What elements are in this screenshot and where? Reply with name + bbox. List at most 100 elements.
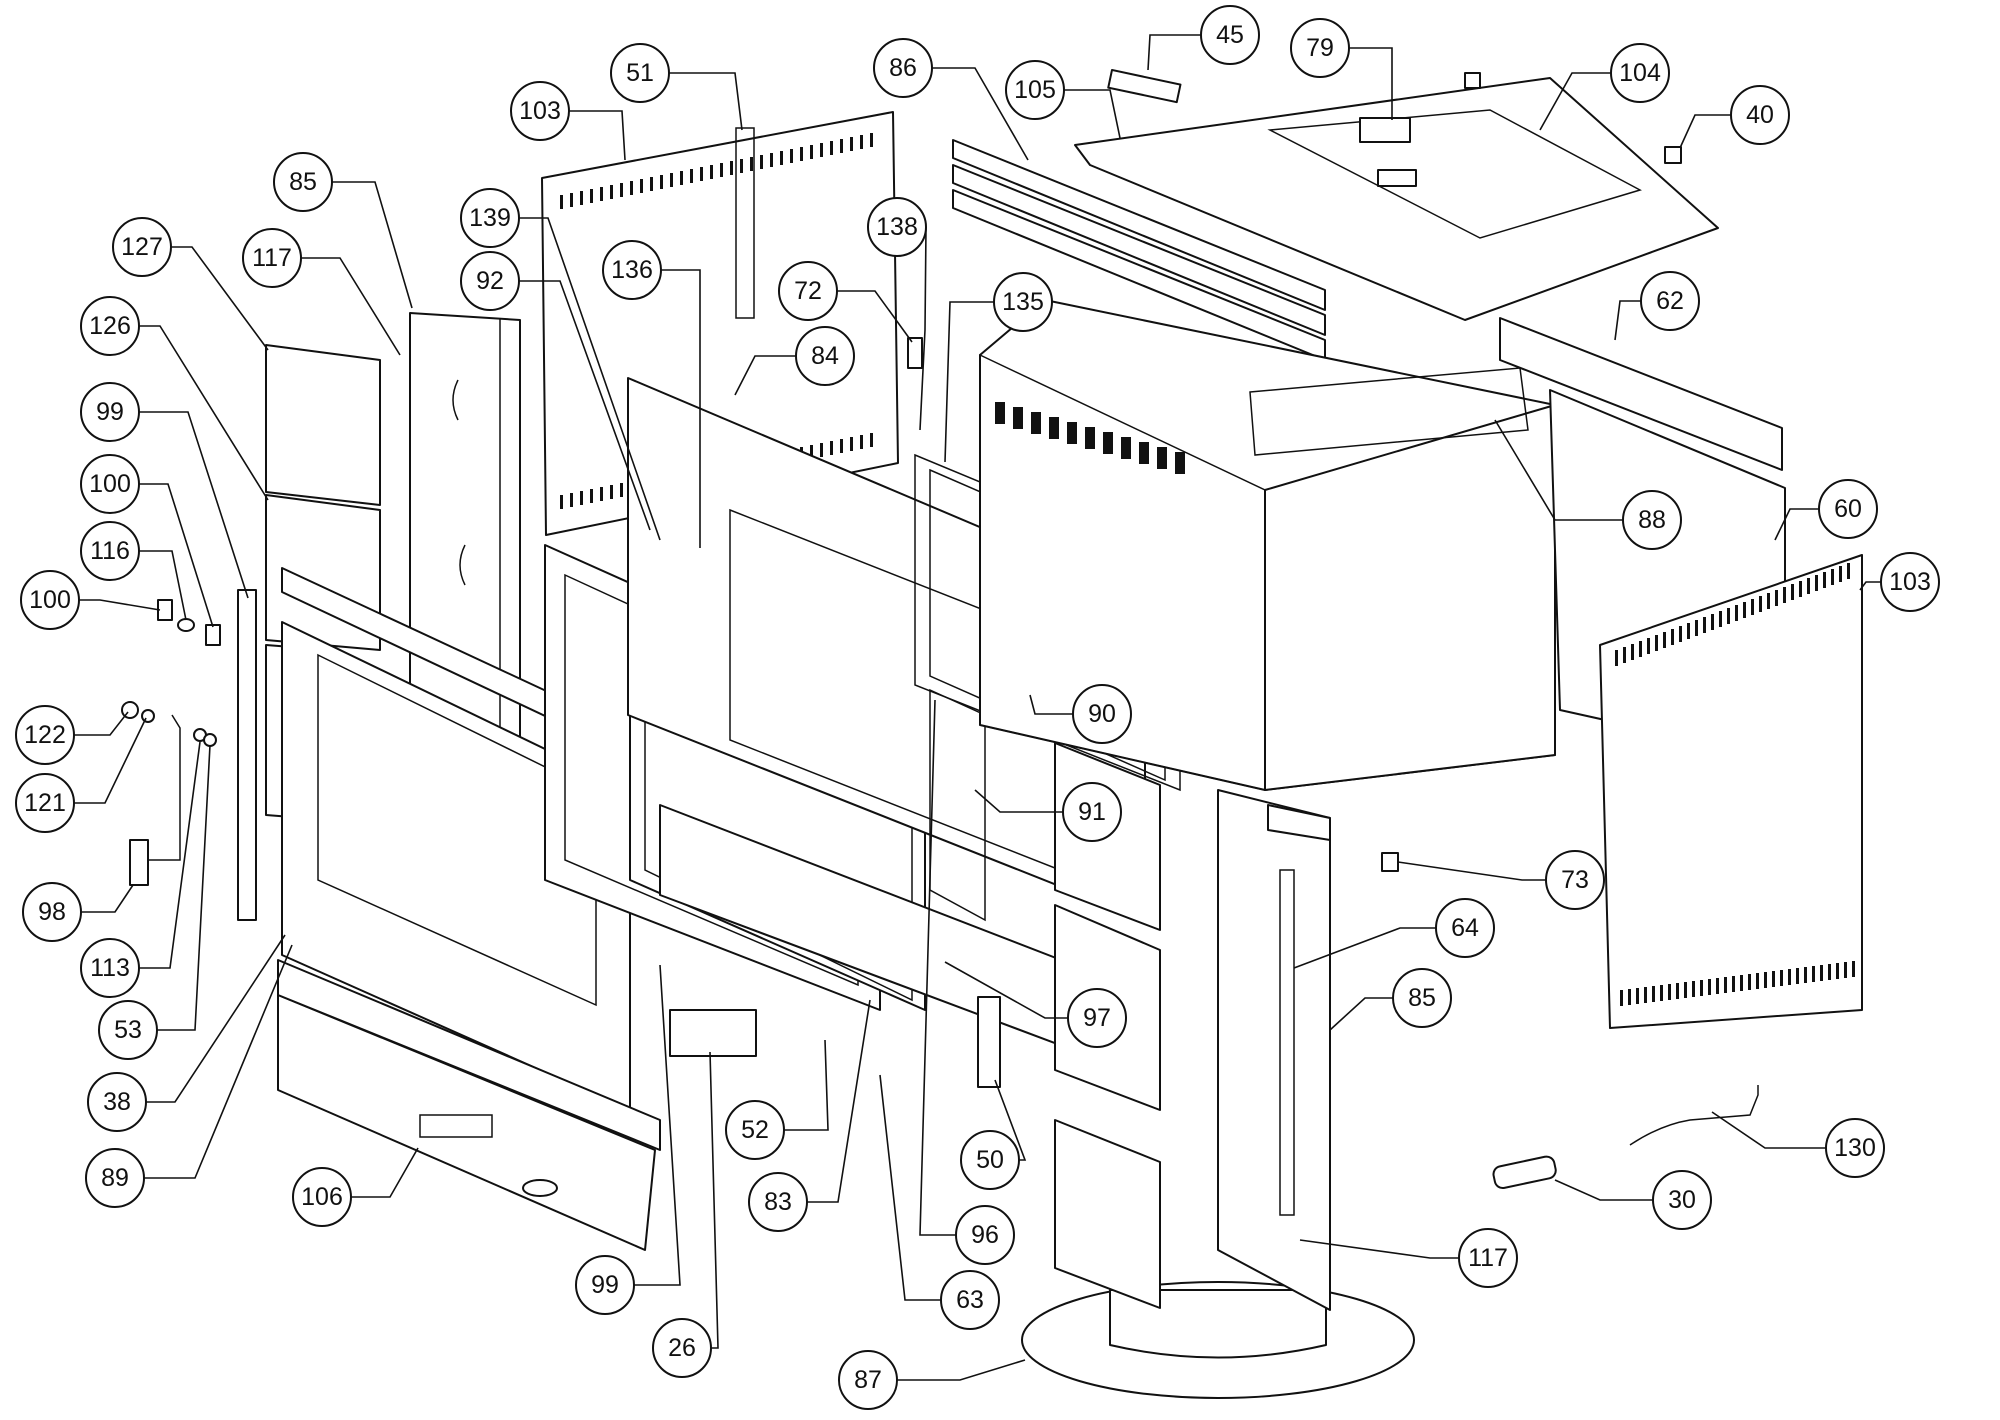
vent-slot [720,163,723,177]
parts-drawing [121,69,1863,1399]
vent-slot [1799,581,1802,597]
callout-circle [575,1255,635,1315]
callout-96: 96 [955,1205,1015,1265]
callout-number: 40 [1746,101,1774,129]
callout-number: 52 [741,1116,769,1144]
vent-slot [1121,437,1131,459]
leader-line-97 [944,961,1068,1019]
callout-number: 92 [476,267,504,295]
leader-line-136 [661,269,701,548]
callout-number: 50 [976,1146,1004,1174]
callout-circle [1062,782,1122,842]
vent-slot [1743,602,1746,618]
stove-body [979,299,1556,791]
callout-circle [80,521,140,581]
callout-circle [778,261,838,321]
vent-slot [870,133,873,147]
callout-number: 45 [1216,21,1244,49]
vent-slot [1700,980,1703,996]
callout-106: 106 [292,1167,352,1227]
leader-line-64 [1293,927,1436,969]
callout-circle [993,272,1053,332]
vent-slot [1836,963,1839,979]
side-upright-right [1217,789,1331,1311]
callout-circle [610,43,670,103]
vent-slot [1783,587,1786,603]
vent-slot [570,493,573,507]
trim-strip-left [237,589,257,921]
leader-lines [74,34,1881,1381]
leader-line-51 [669,72,743,131]
callout-number: 83 [764,1188,792,1216]
callout-circle [80,454,140,514]
callout-100: 100 [80,454,140,514]
spring-hook-130 [1629,1085,1759,1146]
leader-line-96 [919,699,956,1236]
vent-slot [1692,981,1695,997]
small-bracket-top [1464,72,1481,89]
vent-slot [1839,566,1842,582]
callout-117: 117 [242,228,302,288]
vent-slot [860,135,863,149]
vent-slot [560,495,563,509]
vent-slot [830,141,833,155]
vent-slot [580,191,583,205]
callout-104: 104 [1610,43,1670,103]
callout-45: 45 [1200,5,1260,65]
vent-slot [1615,650,1618,666]
callout-circle [955,1205,1015,1265]
callout-number: 99 [96,398,124,426]
callout-number: 100 [89,470,131,498]
callout-number: 91 [1078,798,1106,826]
callout-62: 62 [1640,271,1700,331]
vent-slot [750,157,753,171]
vent-slot [1652,986,1655,1002]
vent-slot [1791,584,1794,600]
vent-slot [1804,967,1807,983]
vent-slot [820,143,823,157]
callout-circle [15,773,75,833]
callout-circle [20,570,80,630]
vent-slot [1655,635,1658,651]
callout-105: 105 [1005,60,1065,120]
small-plate-72 [907,337,923,369]
leader-line-139 [519,217,661,541]
leader-line-45 [1147,34,1201,71]
vent-slot [1139,442,1149,464]
leader-line-85 [332,181,413,309]
vent-slot [1623,647,1626,663]
leader-line-98 [81,884,134,913]
callout-51: 51 [610,43,670,103]
vent-slot [1157,447,1167,469]
callout-number: 60 [1834,495,1862,523]
vent-slot [580,491,583,505]
callout-circle [273,152,333,212]
callout-number: 135 [1002,288,1044,316]
leader-line-72 [837,290,913,343]
callout-circle [1392,968,1452,1028]
vent-slot [1847,563,1850,579]
vent-slot [1708,979,1711,995]
vent-slot [620,483,623,497]
callout-circle [1458,1228,1518,1288]
vent-slot [1620,990,1623,1006]
vent-slot [780,151,783,165]
callout-number: 85 [1408,984,1436,1012]
callout-number: 103 [1889,568,1931,596]
vent-slot [1772,971,1775,987]
callout-number: 126 [89,312,131,340]
vent-slot [1727,608,1730,624]
small-plate-73 [1381,852,1399,872]
callout-number: 90 [1088,700,1116,728]
top-cover [1074,69,1719,321]
callout-73: 73 [1545,850,1605,910]
vent-slot [730,161,733,175]
callout-number: 63 [956,1286,984,1314]
vent-slot [840,139,843,153]
leader-line-38 [146,934,286,1103]
leader-line-53 [157,744,211,1031]
callout-40: 40 [1730,85,1790,145]
vent-slot [1820,965,1823,981]
vent-slot [1780,970,1783,986]
vent-slot [1716,978,1719,994]
